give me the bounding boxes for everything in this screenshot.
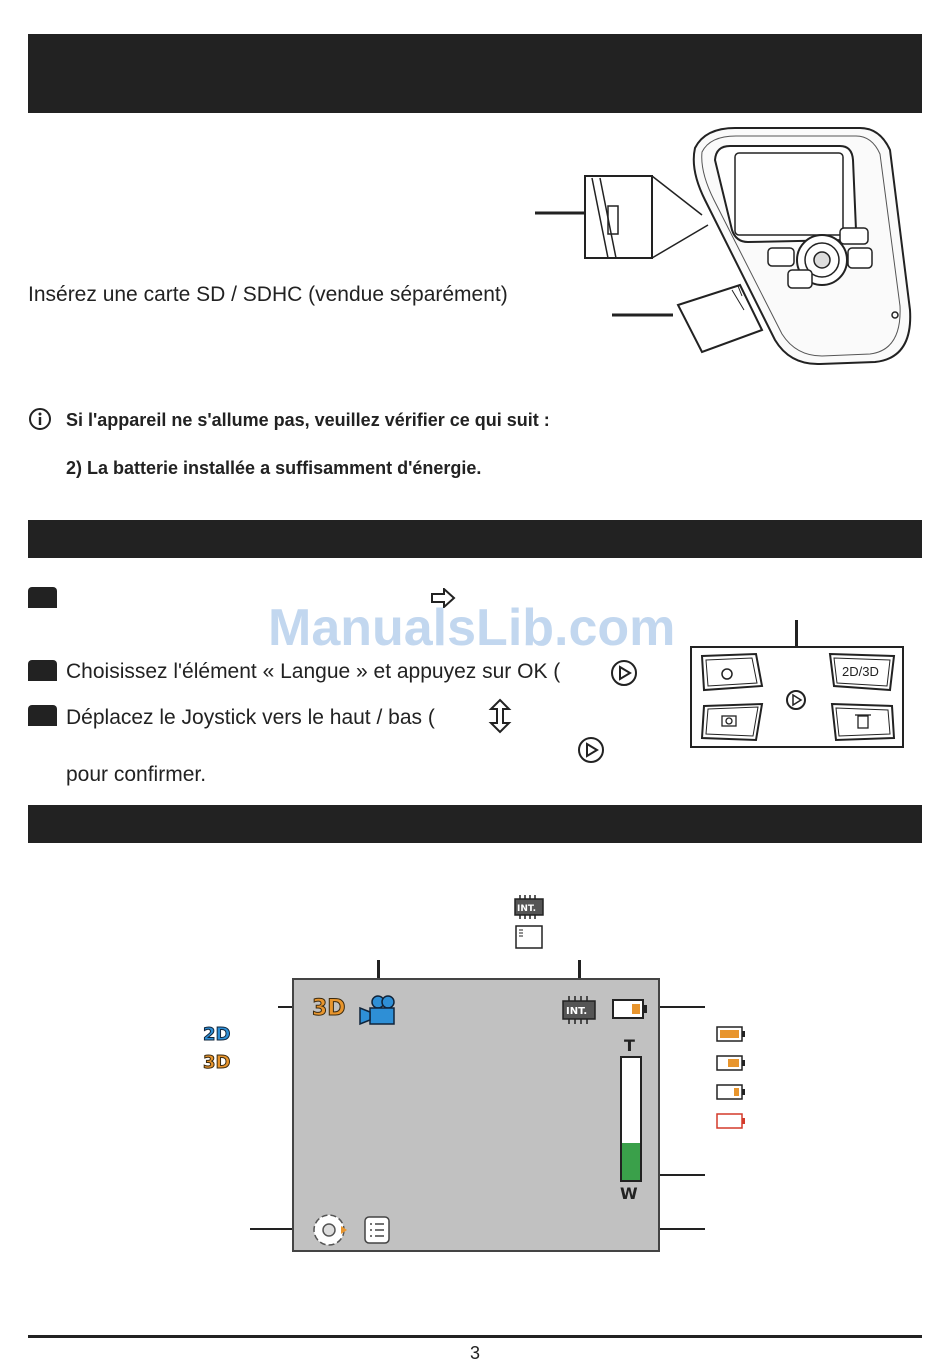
section-header-bar-2 [28, 520, 922, 558]
battery-empty-icon [716, 1113, 745, 1129]
watermark: ManualsLib.com [268, 599, 676, 657]
step2-text: Choisissez l'élément « Langue » et appuy… [66, 660, 561, 683]
legend-2d-badge: 2D [202, 1024, 231, 1046]
step-marker-1 [28, 587, 57, 608]
page-number: 3 [469, 1343, 480, 1363]
zoom-bar-fill [622, 1143, 640, 1180]
zoom-bar [620, 1056, 642, 1182]
lcd-screen: 3D INT. T W [292, 978, 660, 1252]
sd-instruction: Insérez une carte SD / SDHC (vendue sépa… [28, 283, 508, 306]
info-icon [29, 408, 51, 430]
footer-rule [28, 1335, 922, 1338]
memory-label-top: INT. [517, 904, 536, 914]
section-header-bar-3 [28, 805, 922, 843]
legend-3d-badge: 3D [202, 1052, 231, 1074]
confirm-text: pour confirmer. [66, 763, 207, 786]
video-mode-icon [359, 995, 395, 1026]
button-2d3d-label: 2D/3D [842, 664, 879, 679]
callout-zoom [640, 1174, 705, 1176]
internal-memory-icon: INT. [514, 895, 544, 919]
battery-medium-icon [716, 1055, 745, 1071]
zoom-label-t: T [624, 1036, 635, 1055]
button-panel-illustration: 2D/3D [690, 646, 904, 748]
callout-joystick [250, 1228, 312, 1230]
step-marker-2 [28, 660, 57, 681]
camera-illustration [535, 127, 912, 366]
battery-full-icon [716, 1026, 745, 1042]
zoom-label-w: W [620, 1184, 638, 1203]
step3-text: Déplacez le Joystick vers le haut / bas … [66, 706, 435, 729]
callout-bottom-right [640, 1228, 705, 1230]
callout-battery [645, 1006, 705, 1008]
screen-memory-icon: INT. [562, 996, 596, 1024]
screen-3d-badge: 3D [312, 996, 347, 1022]
joystick-icon [313, 1214, 347, 1246]
joystick-updown-icon [488, 698, 512, 734]
ok-play-icon-2 [578, 737, 604, 763]
step-marker-3 [28, 705, 57, 726]
arrow-right-icon [431, 588, 456, 608]
section-header-bar-1 [28, 34, 922, 113]
note-heading: Si l'appareil ne s'allume pas, veuillez … [66, 410, 550, 430]
note-item: 2) La batterie installée a suffisamment … [66, 458, 482, 478]
screen-battery-icon [612, 999, 647, 1019]
sd-card-icon [515, 925, 543, 949]
battery-low-icon [716, 1084, 745, 1100]
menu-list-icon [364, 1216, 390, 1244]
ok-play-icon [611, 660, 637, 686]
memory-label-screen: INT. [566, 1006, 587, 1017]
